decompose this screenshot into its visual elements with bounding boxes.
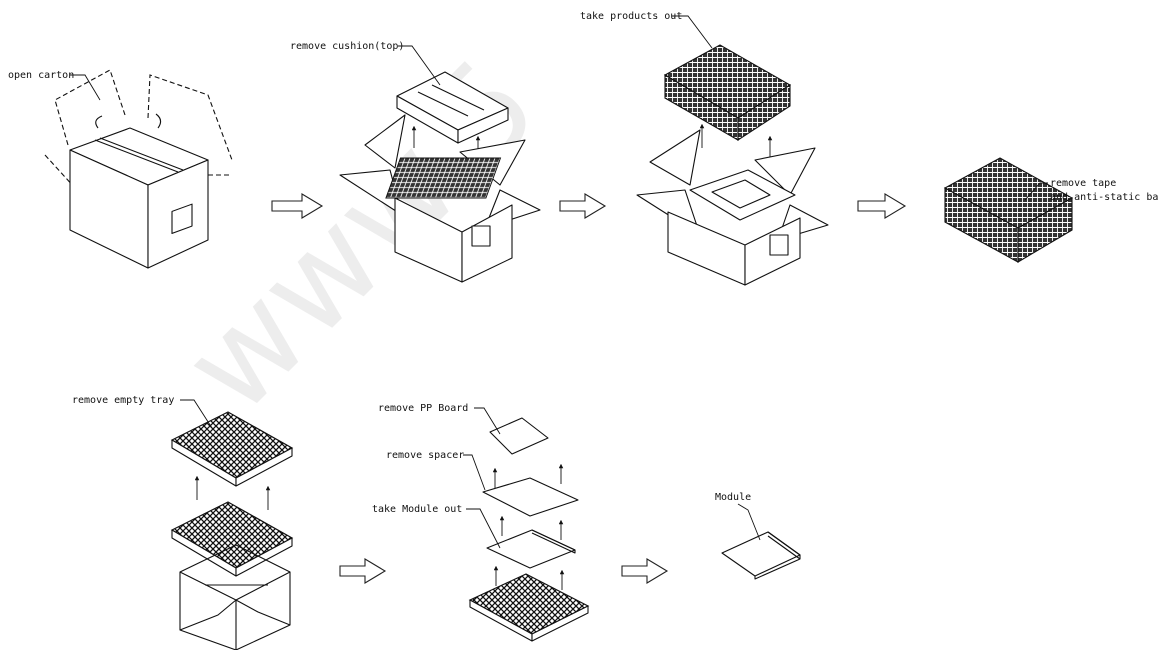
box3-front xyxy=(667,211,746,286)
box3-flap-back-left xyxy=(649,129,701,186)
flow-arrow-5 xyxy=(621,558,669,584)
flow-arrow-2 xyxy=(559,193,607,219)
flow-arrow-1 xyxy=(271,193,324,219)
leader-remove-tape xyxy=(1024,182,1048,201)
label-take-module-out: take Module out xyxy=(372,504,462,515)
carton-tape xyxy=(94,137,184,173)
step-remove-empty-tray: remove empty tray xyxy=(72,395,294,650)
flow-arrow-3 xyxy=(857,193,907,219)
module-edge xyxy=(531,529,576,554)
box3-inner xyxy=(711,179,771,209)
module-final xyxy=(721,531,801,577)
step-module: Module xyxy=(715,492,801,580)
label-remove-tape-2: and anti-static bag xyxy=(1050,192,1159,203)
label-remove-tape-1: remove tape xyxy=(1050,178,1116,189)
carton-label xyxy=(171,203,193,234)
step-remove-cushion: remove cushion(top) xyxy=(290,41,541,283)
label-open-carton: open carton xyxy=(8,70,74,81)
box2-products-inside xyxy=(385,157,502,199)
label-module: Module xyxy=(715,492,751,503)
leader-remove-cushion xyxy=(398,45,441,86)
leader-take-module xyxy=(466,508,501,549)
label-remove-spacer: remove spacer xyxy=(386,450,464,461)
lower-tray-top xyxy=(170,501,294,569)
step-remove-layers: remove PP Board remove spacer take Modul… xyxy=(372,403,590,642)
flow-arrow-4 xyxy=(339,558,387,584)
lower-tray-rim-side xyxy=(235,537,293,577)
module-tray-rim-side xyxy=(531,605,589,642)
module-tray-top xyxy=(468,573,590,635)
leader-spacer xyxy=(463,454,486,491)
label-remove-pp-board: remove PP Board xyxy=(378,403,468,414)
stack-side xyxy=(737,83,791,142)
spacer-sheet xyxy=(482,477,579,517)
box3-label xyxy=(769,234,789,256)
box2-label xyxy=(471,225,491,247)
flap-rotate-mark xyxy=(95,113,162,129)
bag-wireframe xyxy=(179,544,291,650)
box3-rim xyxy=(689,169,796,221)
box3-flap-back-right xyxy=(754,147,816,196)
empty-tray-rim-side xyxy=(235,447,293,487)
step-remove-tape: remove tape and anti-static bag xyxy=(943,157,1159,263)
label-take-products-out: take products out xyxy=(580,11,682,22)
stack4-side xyxy=(1017,197,1073,263)
box2-flap-back-left xyxy=(364,114,406,169)
label-remove-empty-tray: remove empty tray xyxy=(72,395,174,406)
module-final-edge xyxy=(754,531,801,580)
label-remove-cushion-top: remove cushion(top) xyxy=(290,41,404,52)
leader-module xyxy=(737,503,761,541)
leader-take-products xyxy=(672,15,713,49)
leader-remove-empty-tray xyxy=(180,399,213,429)
cushion-side-face xyxy=(457,107,509,144)
step-take-products-out: take products out xyxy=(580,11,829,286)
leader-open-carton xyxy=(70,74,101,101)
leader-pp-board xyxy=(474,407,501,435)
pp-board xyxy=(489,417,549,455)
step-open-carton: open carton xyxy=(8,69,233,269)
cushion-groove xyxy=(417,84,485,117)
carton-flap-right xyxy=(147,74,233,161)
module-panel xyxy=(486,529,576,569)
